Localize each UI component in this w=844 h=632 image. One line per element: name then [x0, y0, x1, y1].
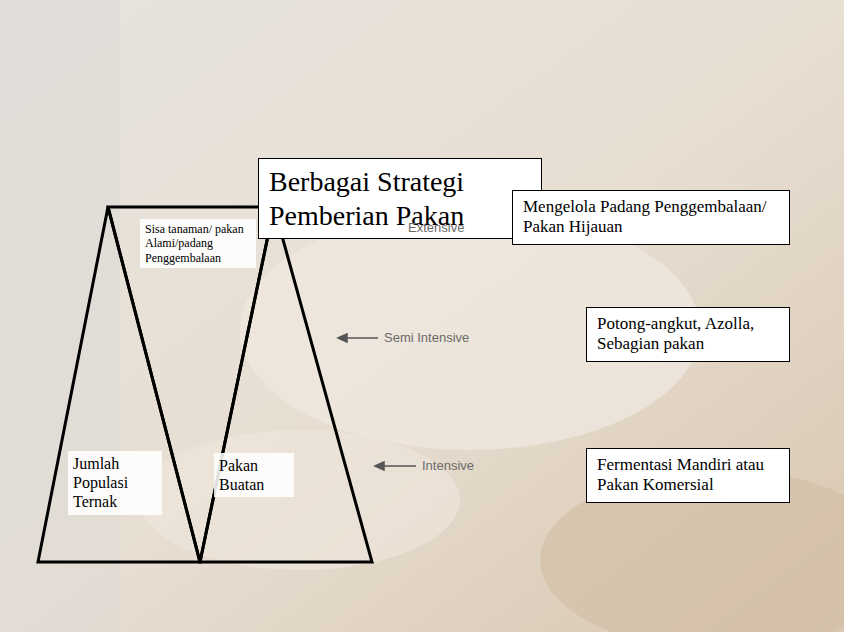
level-box: Potong-angkut, Azolla, Sebagian pakan [586, 307, 790, 362]
leader-line [382, 465, 416, 467]
faded-pig [140, 430, 460, 570]
top-band-box: Sisa tanaman/ pakan Alami/padang Penggem… [140, 219, 256, 268]
leader-line [345, 337, 378, 339]
level-box: Mengelola Padang Penggembalaan/ Pakan Hi… [512, 190, 790, 245]
faded-pen-wall [0, 0, 120, 632]
population-box: Jumlah Populasi Ternak [68, 451, 162, 515]
title-box: Berbagai Strategi Pemberian Pakan [258, 158, 542, 239]
node-text: Fermentasi Mandiri atau Pakan Komersial [597, 455, 779, 496]
node-text: Jumlah Populasi Ternak [73, 454, 157, 512]
level-label: Intensive [422, 458, 474, 473]
diagram-title: Berbagai Strategi Pemberian Pakan [269, 165, 531, 232]
node-text: Potong-angkut, Azolla, Sebagian pakan [597, 314, 779, 355]
arrow-head [338, 334, 347, 342]
level-box: Fermentasi Mandiri atau Pakan Komersial [586, 448, 790, 503]
node-text: Pakan Buatan [219, 456, 289, 494]
level-label: Semi Intensive [384, 330, 469, 345]
feed-box: Pakan Buatan [214, 453, 294, 497]
triangle-figure [38, 207, 372, 562]
level-label: Extensive [408, 220, 464, 235]
level-arrows [338, 224, 416, 470]
node-text: Sisa tanaman/ pakan Alami/padang Penggem… [145, 222, 251, 265]
arrow-head [375, 462, 384, 470]
node-text: Mengelola Padang Penggembalaan/ Pakan Hi… [523, 197, 779, 238]
